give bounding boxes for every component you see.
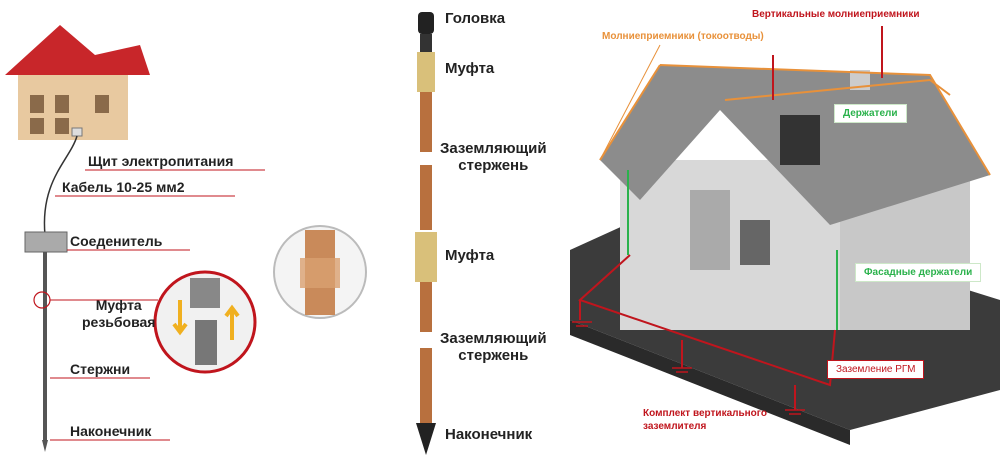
label-rods: Стержни bbox=[70, 361, 131, 377]
label-line: заземлителя bbox=[643, 421, 707, 432]
label-vertical-ground-kit: Комплект вертикального заземлителя bbox=[643, 407, 767, 433]
label-line: Комплект вертикального bbox=[643, 408, 767, 419]
label-line: Муфта bbox=[95, 297, 142, 313]
label-connector: Соеденитель bbox=[70, 233, 163, 249]
label-vertical-air-terminals: Вертикальные молниеприемники bbox=[752, 9, 920, 20]
label-line: Заземляющий bbox=[440, 330, 547, 347]
label-head: Головка bbox=[445, 10, 506, 27]
label-tip: Наконечник bbox=[70, 423, 152, 439]
house-illustration-right bbox=[570, 65, 1000, 445]
label-line: стержень bbox=[458, 157, 529, 174]
label-facade-holders: Фасадные держатели bbox=[855, 263, 982, 282]
house-illustration-left bbox=[5, 25, 150, 140]
label-line: стержень bbox=[458, 347, 529, 364]
label-grounding-rgm: Заземление РГМ bbox=[827, 360, 925, 379]
label-line: резьбовая bbox=[82, 314, 156, 330]
label-coupling-1: Муфта bbox=[445, 60, 495, 77]
label-line: Заземляющий bbox=[440, 140, 547, 157]
label-air-terminals: Молниеприемники (токоотводы) bbox=[602, 31, 764, 42]
label-power-panel: Щит электропитания bbox=[88, 153, 234, 169]
label-cable: Кабель 10-25 мм2 bbox=[62, 179, 185, 195]
label-tip-middle: Наконечник bbox=[445, 426, 533, 443]
label-holders: Держатели bbox=[834, 104, 907, 123]
label-coupling-2: Муфта bbox=[445, 247, 495, 264]
